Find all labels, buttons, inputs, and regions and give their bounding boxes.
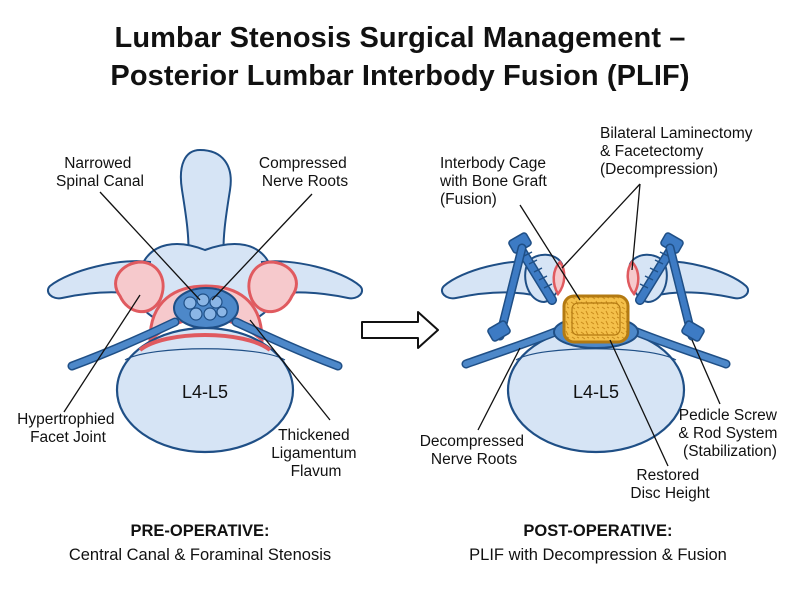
left-rod bbox=[487, 243, 527, 342]
post-label-laminectomy: Bilateral Laminectomy & Facetectomy (Dec… bbox=[600, 125, 757, 178]
pre-thecal-sac bbox=[173, 287, 239, 329]
title-line-2: Posterior Lumbar Interbody Fusion (PLIF) bbox=[110, 60, 690, 92]
interbody-cage bbox=[562, 294, 630, 344]
pre-right-facet-hypertrophy bbox=[247, 260, 298, 313]
transition-arrow bbox=[361, 311, 439, 349]
right-screw bbox=[635, 232, 684, 305]
post-op-caption-subtitle: PLIF with Decompression & Fusion bbox=[469, 546, 727, 564]
post-op-vertebra: L4-L5 bbox=[440, 253, 750, 454]
pre-op-caption-subtitle: Central Canal & Foraminal Stenosis bbox=[69, 546, 331, 564]
right-rod bbox=[665, 243, 705, 342]
post-label-cage: Interbody Cage with Bone Graft (Fusion) bbox=[439, 155, 551, 208]
pedicle-screw-system bbox=[487, 232, 705, 342]
post-callout-lines bbox=[477, 183, 721, 467]
pre-left-facet-hypertrophy bbox=[114, 260, 165, 313]
pre-label-narrowed-canal: Narrowed Spinal Canal bbox=[56, 155, 144, 190]
pre-disc-bulge bbox=[138, 333, 272, 352]
pre-label-ligamentum: Thickened Ligamentum Flavum bbox=[271, 427, 361, 480]
pre-callout-lines bbox=[63, 191, 331, 421]
title-line-1: Lumbar Stenosis Surgical Management – bbox=[114, 22, 686, 54]
pre-label-compressed-roots: Compressed Nerve Roots bbox=[259, 155, 351, 190]
post-op-caption-heading: POST-OPERATIVE: bbox=[523, 522, 672, 540]
post-vertebra-label: L4-L5 bbox=[573, 382, 619, 402]
post-right-resection-edge bbox=[626, 260, 640, 297]
pre-op-vertebra: L4-L5 bbox=[46, 148, 364, 454]
post-label-pedicle-screw: Pedicle Screw & Rod System (Stabilizatio… bbox=[678, 407, 781, 460]
pre-label-facet-joint: Hypertrophied Facet Joint bbox=[17, 411, 119, 446]
post-label-disc-height: Restored Disc Height bbox=[630, 467, 710, 502]
pre-vertebra-label: L4-L5 bbox=[182, 382, 228, 402]
post-label-decompressed-roots: Decompressed Nerve Roots bbox=[420, 433, 529, 468]
pre-op-caption-heading: PRE-OPERATIVE: bbox=[130, 522, 269, 540]
